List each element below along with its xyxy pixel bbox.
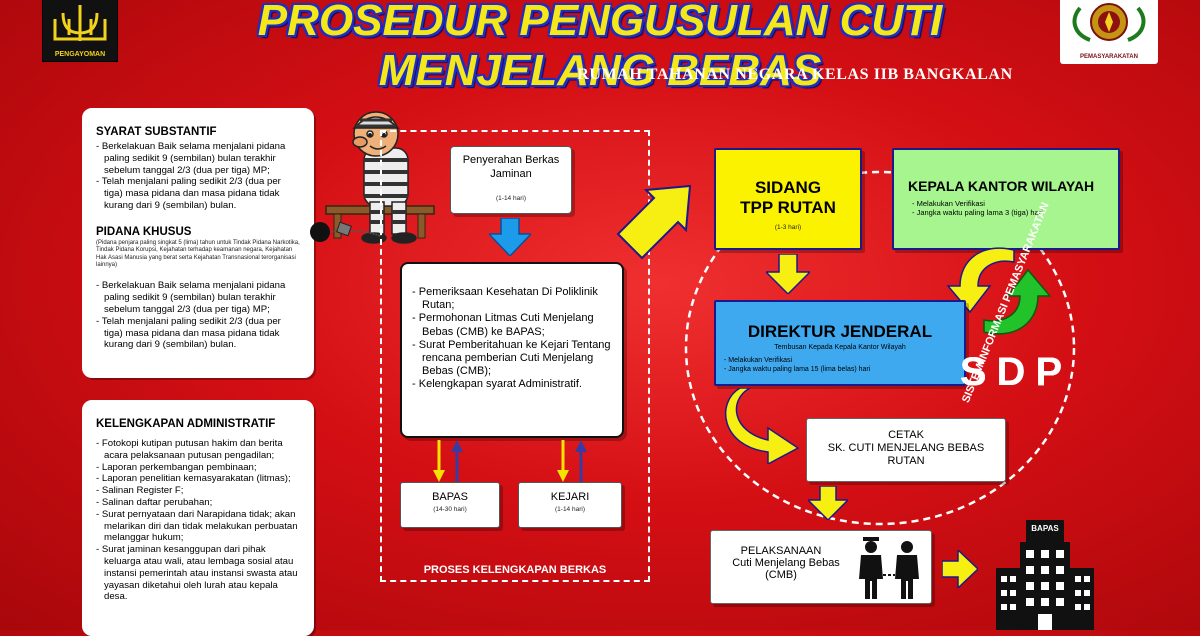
logo-left-label: PENGAYOMAN: [54, 51, 106, 58]
kejari-box: KEJARI (1-14 hari): [518, 482, 622, 528]
kelengkapan-list: Fotokopi kutipan putusan hakim dan berit…: [96, 438, 302, 603]
sdp-logo-text: SDP: [959, 350, 1073, 394]
list-item: Berkelakuan Baik selama menjalani pidana…: [96, 141, 302, 176]
prisoner-illustration: [310, 111, 435, 244]
sidang-duration: (1-3 hari): [774, 224, 802, 231]
bapas-building-illustration: BAPAS: [990, 516, 1100, 630]
pidana-khusus-heading: PIDANA KHUSUS: [96, 225, 192, 238]
cetak-box: CETAK SK. CUTI MENJELANG BEBAS RUTAN: [806, 418, 1006, 482]
list-item: Melakukan Verifikasi: [912, 199, 1110, 208]
list-item: Laporan penelitian kemasyarakatan (litma…: [96, 473, 302, 485]
sdp-logo: SDP: [958, 346, 1074, 398]
sidang-box: SIDANG TPP RUTAN (1-3 hari): [714, 148, 862, 250]
list-item: Pemeriksaan Kesehatan Di Poliklinik Ruta…: [412, 286, 614, 312]
logo-right-label: PEMASYARAKATAN: [1080, 54, 1138, 60]
sidang-line2: TPP RUTAN: [740, 198, 836, 217]
logo-pemasyarakatan: PEMASYARAKATAN: [1060, 0, 1158, 64]
list-item: Berkelakuan Baik selama menjalani pidana…: [96, 280, 302, 315]
list-item: Telah menjalani paling sedikit 2/3 (dua …: [96, 176, 302, 211]
arrow-right-yellow-small-icon: [942, 550, 978, 588]
penyerahan-box: Penyerahan Berkas Jaminan (1-14 hari): [450, 146, 572, 214]
cycle-dashed-circle: [684, 170, 1076, 526]
kelengkapan-box: KELENGKAPAN ADMINISTRATIF Fotokopi kutip…: [82, 400, 314, 636]
arrow-down-yellow-icon: [808, 486, 848, 520]
list-item: Fotokopi kutipan putusan hakim dan berit…: [96, 438, 302, 462]
cetak-line1: CETAK: [888, 429, 924, 441]
dirjen-subtitle: Tembusan Kepada Kepala Kantor Wilayah: [774, 344, 906, 351]
kejari-duration: (1-14 hari): [555, 506, 585, 513]
arrow-down-yellow-icon: [766, 254, 810, 294]
pidana-khusus-note: (Pidana penjara paling singkat 5 (lima) …: [96, 239, 300, 268]
list-item: Jangka waktu paling lama 3 (tiga) hari: [912, 208, 1110, 217]
syarat-substantif-heading: SYARAT SUBSTANTIF: [96, 126, 217, 138]
list-item: Salinan daftar perubahan;: [96, 497, 302, 509]
arrow-down-blue-icon: [489, 218, 531, 256]
kejari-exchange-arrows-icon: [557, 440, 587, 482]
list-item: Melakukan Verifikasi: [724, 357, 956, 366]
kanwil-title: KEPALA KANTOR WILAYAH: [908, 178, 1095, 194]
logo-pengayoman: PENGAYOMAN: [42, 0, 118, 62]
building-label: BAPAS: [1031, 524, 1059, 533]
pelaksanaan-line2: Cuti Menjelang Bebas: [732, 557, 840, 569]
bapas-exchange-arrows-icon: [433, 440, 463, 482]
dirjen-box: DIREKTUR JENDERAL Tembusan Kepada Kepala…: [714, 300, 966, 386]
pidana-khusus-list: Berkelakuan Baik selama menjalani pidana…: [96, 280, 302, 351]
building-icon: [996, 520, 1094, 630]
pemasyarakatan-emblem-icon: [1072, 3, 1146, 42]
dirjen-list: Melakukan Verifikasi Jangka waktu paling…: [724, 357, 956, 374]
arrow-right-yellow-icon: [616, 184, 692, 260]
officer-and-prisoner-icon: [859, 537, 919, 599]
sidang-line1: SIDANG: [754, 178, 822, 197]
penyerahan-title: Penyerahan Berkas Jaminan: [462, 154, 560, 180]
list-item: Jangka waktu paling lama 15 (lima belas)…: [724, 366, 956, 375]
bapas-duration: (14-30 hari): [433, 506, 467, 513]
list-item: Surat pernyataan dari Narapidana tidak; …: [96, 509, 302, 544]
cycle-arrows-icon: [946, 247, 1052, 335]
cetak-line2: SK. CUTI MENJELANG BEBAS: [827, 442, 985, 454]
pelaksanaan-box: PELAKSANAAN Cuti Menjelang Bebas (CMB): [710, 530, 932, 604]
dirjen-title: DIREKTUR JENDERAL: [747, 322, 933, 341]
bapas-box: BAPAS (14-30 hari): [400, 482, 500, 528]
list-item: Surat Pemberitahuan ke Kejari Tentang re…: [412, 339, 614, 379]
syarat-substantif-list: Berkelakuan Baik selama menjalani pidana…: [96, 141, 302, 212]
kelengkapan-heading: KELENGKAPAN ADMINISTRATIF: [96, 418, 276, 430]
bapas-title: BAPAS: [432, 491, 468, 503]
pemeriksaan-list: Pemeriksaan Kesehatan Di Poliklinik Ruta…: [412, 286, 614, 392]
syarat-box: SYARAT SUBSTANTIF Berkelakuan Baik selam…: [82, 108, 314, 378]
curved-arrow-yellow-icon: [724, 388, 800, 464]
list-item: Telah menjalani paling sedikit 2/3 (dua …: [96, 316, 302, 351]
pengayoman-tree-icon: [53, 5, 107, 41]
page-title: PROSEDUR PENGUSULAN CUTI MENJELANG BEBAS: [257, 0, 943, 95]
proses-label: PROSES KELENGKAPAN BERKAS: [423, 564, 607, 576]
page-subtitle: RUMAH TAHANAN NEGARA KELAS IIB BANGKALAN: [577, 66, 1013, 83]
kejari-title: KEJARI: [550, 491, 590, 503]
list-item: Kelengkapan syarat Administratif.: [412, 378, 614, 391]
list-item: Laporan perkembangan pembinaan;: [96, 462, 302, 474]
penyerahan-duration: (1-14 hari): [496, 195, 526, 202]
pelaksanaan-line3: (CMB): [765, 569, 797, 581]
cetak-line3: RUTAN: [887, 455, 925, 467]
kanwil-box: KEPALA KANTOR WILAYAH Melakukan Verifika…: [892, 148, 1120, 250]
list-item: Salinan Register F;: [96, 485, 302, 497]
proses-frame: [380, 130, 650, 582]
pelaksanaan-line1: PELAKSANAAN: [740, 545, 822, 557]
list-item: Surat jaminan kesanggupan dari pihak kel…: [96, 544, 302, 603]
kanwil-list: Melakukan Verifikasi Jangka waktu paling…: [912, 199, 1110, 217]
pemeriksaan-box: Pemeriksaan Kesehatan Di Poliklinik Ruta…: [400, 262, 624, 438]
list-item: Permohonan Litmas Cuti Menjelang Bebas (…: [412, 312, 614, 338]
